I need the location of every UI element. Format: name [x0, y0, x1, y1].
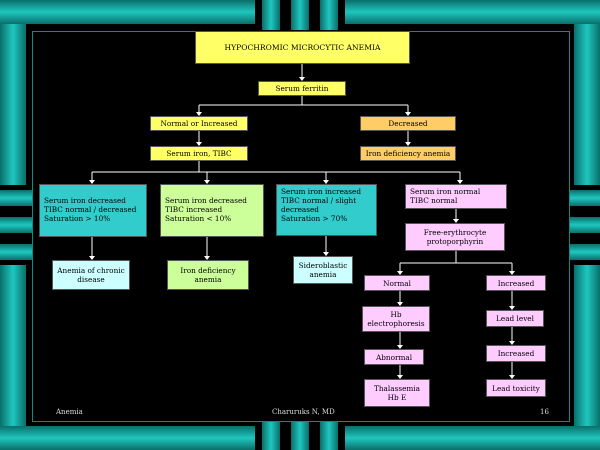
- frame-top-ornament-c: [320, 0, 338, 30]
- footer-page-number: 16: [540, 408, 549, 416]
- frame-left-ornament-c: [0, 244, 34, 260]
- thalassemia-hbe-box: Thalassemia Hb E: [364, 379, 430, 407]
- frame-top-ornament-b: [291, 0, 309, 30]
- frame-top-ornament-a: [262, 0, 280, 30]
- fep-box: Free-erythrocyte protoporphyrin: [405, 223, 505, 251]
- frame-left-ornament-a: [0, 190, 34, 206]
- fep-increased-box: Increased: [486, 275, 546, 291]
- serum-ferritin-box: Serum ferritin: [258, 81, 346, 96]
- branch-sideroblastic-criteria: Serum iron increased TIBC normal / sligh…: [276, 184, 377, 236]
- hb-electrophoresis-box: Hb electrophoresis: [362, 306, 430, 332]
- serum-iron-tibc-box: Serum iron, TIBC: [150, 146, 248, 161]
- frame-left-ornament-b: [0, 217, 34, 233]
- iron-deficiency-anemia-top-box: Iron deficiency anemia: [360, 146, 456, 161]
- lead-increased-box: Increased: [486, 345, 546, 362]
- frame-right-ornament-b: [566, 217, 600, 233]
- frame-right-ornament-a: [566, 190, 600, 206]
- frame-bottom-ornament-b: [291, 420, 309, 450]
- result-anemia-chronic-disease: Anemia of chronic disease: [52, 260, 130, 290]
- footer-center: Charuruks N, MD: [272, 408, 335, 416]
- lead-toxicity-box: Lead toxicity: [486, 379, 546, 397]
- branch-chronic-disease-criteria: Serum iron decreased TIBC normal / decre…: [39, 184, 147, 237]
- frame-bottom-ornament-c: [320, 420, 338, 450]
- fep-normal-box: Normal: [364, 275, 430, 291]
- title-box: HYPOCHROMIC MICROCYTIC ANEMIA: [195, 31, 410, 64]
- result-iron-deficiency-anemia: Iron deficiency anemia: [167, 260, 249, 290]
- footer-left: Anemia: [56, 408, 83, 416]
- lead-level-box: Lead level: [486, 310, 544, 327]
- decreased-box: Decreased: [360, 116, 456, 131]
- result-sideroblastic-anemia: Sideroblastic anemia: [293, 256, 353, 284]
- frame-right-ornament-c: [566, 244, 600, 260]
- branch-iron-deficiency-criteria: Serum iron decreased TIBC increased Satu…: [160, 184, 264, 237]
- abnormal-box: Abnormal: [364, 349, 424, 365]
- frame-bottom-ornament-a: [262, 420, 280, 450]
- normal-or-increased-box: Normal or Increased: [150, 116, 248, 131]
- branch-normal-iron-criteria: Serum iron normal TIBC normal: [405, 184, 507, 209]
